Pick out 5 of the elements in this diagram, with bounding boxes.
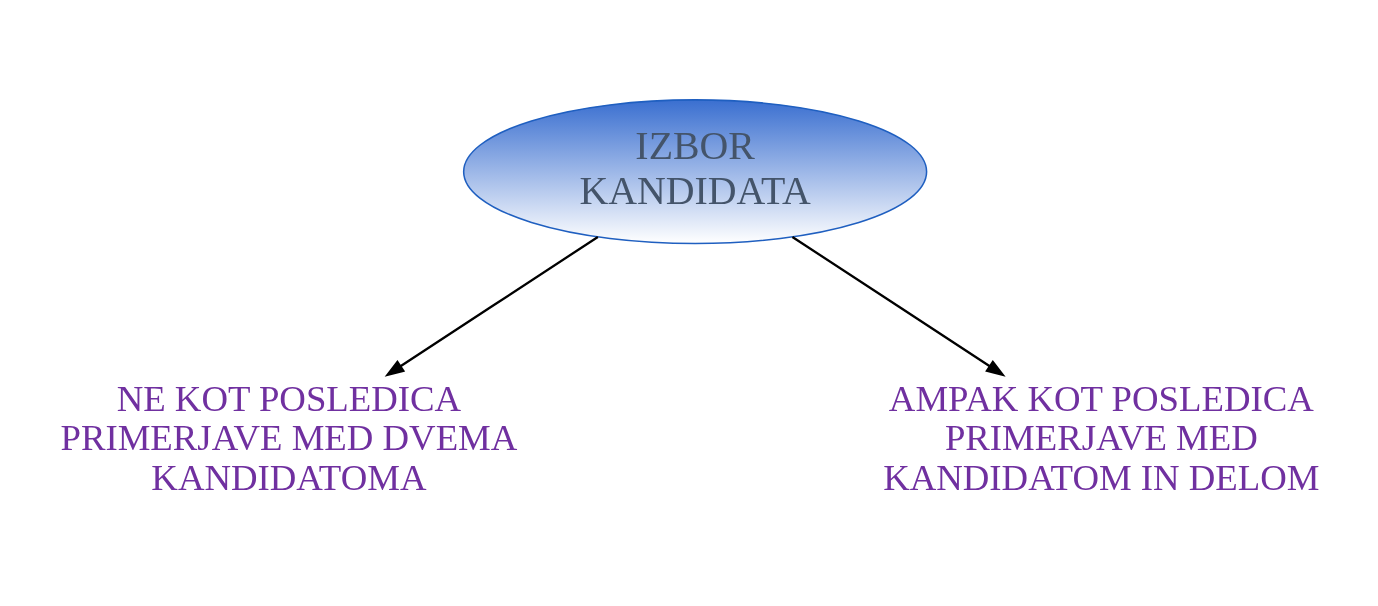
node-text: NE KOT POSLEDICA PRIMERJAVE MED DVEMA KANDIDATOMA: [60, 377, 518, 498]
arrow: [384, 235, 599, 377]
node-ellipse: IZBOR KANDIDATA: [462, 98, 928, 244]
node-text: AMPAK KOT POSLEDICA PRIMERJAVE MED KANDIDATOM IN DELOM: [883, 377, 1320, 498]
arrow: [791, 235, 1006, 377]
